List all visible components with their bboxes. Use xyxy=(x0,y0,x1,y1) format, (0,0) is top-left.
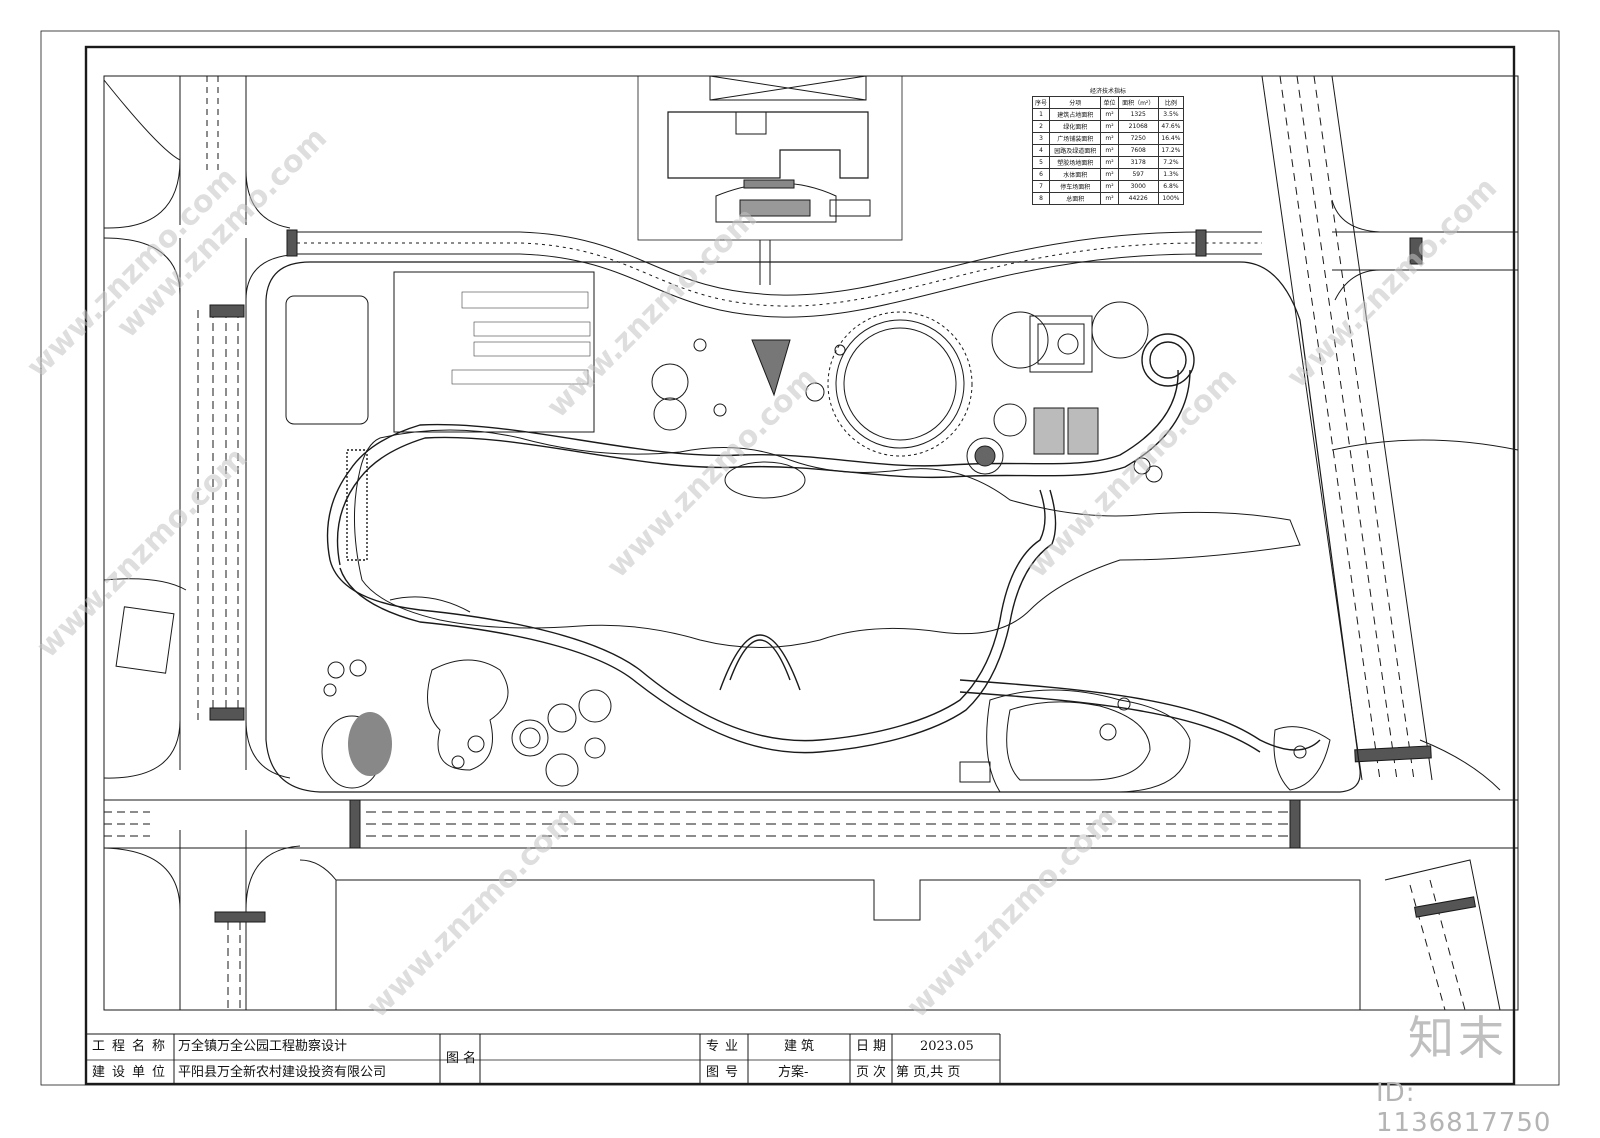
table-cell: 停车场面积 xyxy=(1049,180,1102,193)
economic-index-table: 经济技术指标 序号 分项 单位 面积（m²） 比例 1 建筑占地面积 m² 13… xyxy=(1031,86,1185,205)
drawing-name-label: 图名 xyxy=(446,1051,481,1066)
table-cell: 7.2% xyxy=(1157,156,1185,169)
client-label: 建设单位 xyxy=(92,1065,173,1080)
table-cell: 100% xyxy=(1157,192,1185,205)
table-cell: 8 xyxy=(1031,192,1051,205)
central-lake xyxy=(353,429,1301,648)
table-cell: 21068 xyxy=(1117,120,1159,133)
index-table-header-row: 序号 分项 单位 面积（m²） 比例 xyxy=(1031,96,1185,109)
table-row: 1 建筑占地面积 m² 1325 3.5% xyxy=(1031,108,1185,121)
table-cell: 水体面积 xyxy=(1049,168,1102,181)
table-cell: 6.8% xyxy=(1157,180,1185,193)
table-cell: 4 xyxy=(1031,144,1051,157)
date: 2023.05 xyxy=(920,1039,974,1054)
project-name-label: 工程名称 xyxy=(92,1039,173,1054)
greenway-bridge xyxy=(326,333,1321,754)
table-row: 4 园路及绿道面积 m² 7608 17.2% xyxy=(1031,144,1185,157)
date-label: 日期 xyxy=(856,1039,891,1054)
table-cell: 7 xyxy=(1031,180,1051,193)
table-cell: m² xyxy=(1100,192,1119,205)
south-building-block xyxy=(299,859,1361,1010)
table-cell: m² xyxy=(1100,132,1119,145)
table-row: 8 总面积 m² 44226 100% xyxy=(1031,192,1185,205)
table-row: 3 广场铺装面积 m² 7250 16.4% xyxy=(1031,132,1185,145)
table-cell: 7250 xyxy=(1117,132,1159,145)
table-cell: 广场铺装面积 xyxy=(1049,132,1102,145)
page-label: 页次 xyxy=(856,1065,891,1080)
table-cell: 5 xyxy=(1031,156,1051,169)
table-row: 2 绿化面积 m² 21068 47.6% xyxy=(1031,120,1185,133)
table-cell: 6 xyxy=(1031,168,1051,181)
table-cell: 1325 xyxy=(1117,108,1159,121)
north-building xyxy=(637,75,903,285)
table-cell: 绿化面积 xyxy=(1049,120,1102,133)
header-cell: 面积（m²） xyxy=(1117,96,1159,109)
header-cell: 比例 xyxy=(1157,96,1185,109)
table-cell: 7608 xyxy=(1117,144,1159,157)
drawing-no-label: 图号 xyxy=(706,1065,745,1080)
table-cell: m² xyxy=(1100,156,1119,169)
round-plaza xyxy=(651,311,1004,499)
table-row: 5 塑胶场地面积 m² 3178 7.2% xyxy=(1031,156,1185,169)
table-cell: m² xyxy=(1100,108,1119,121)
client-name: 平阳县万全新农村建设投资有限公司 xyxy=(178,1065,387,1080)
table-cell: 44226 xyxy=(1117,192,1159,205)
header-cell: 单位 xyxy=(1100,96,1119,109)
table-cell: 3178 xyxy=(1117,156,1159,169)
table-cell: 16.4% xyxy=(1157,132,1185,145)
table-cell: 园路及绿道面积 xyxy=(1049,144,1102,157)
project-name: 万全镇万全公园工程勘察设计 xyxy=(178,1039,348,1054)
table-cell: 建筑占地面积 xyxy=(1049,108,1102,121)
discipline: 建筑 xyxy=(784,1039,819,1054)
table-cell: 1 xyxy=(1031,108,1051,121)
north-road xyxy=(286,229,1262,318)
table-cell: 17.2% xyxy=(1157,144,1185,157)
park-boundary xyxy=(265,261,1361,793)
id-watermark: ID: 1136817750 xyxy=(1376,1078,1552,1138)
west-road xyxy=(179,76,266,1010)
southwest-garden xyxy=(321,596,612,789)
drawing-no: 方案- xyxy=(778,1065,809,1080)
table-cell: 47.6% xyxy=(1157,120,1185,133)
table-row: 7 停车场面积 m² 3000 6.8% xyxy=(1031,180,1185,193)
header-cell: 序号 xyxy=(1031,96,1051,109)
table-cell: m² xyxy=(1100,120,1119,133)
sports-courts xyxy=(991,301,1163,483)
discipline-label: 专业 xyxy=(706,1039,745,1054)
index-table-title: 经济技术指标 xyxy=(1089,88,1126,95)
page-count: 第 页,共 页 xyxy=(896,1065,961,1080)
table-cell: 597 xyxy=(1117,168,1159,181)
table-cell: 3 xyxy=(1031,132,1051,145)
table-cell: m² xyxy=(1100,168,1119,181)
southeast-playground xyxy=(959,689,1331,793)
table-row: 6 水体面积 m² 597 1.3% xyxy=(1031,168,1185,181)
south-road xyxy=(104,799,1518,849)
table-cell: 1.3% xyxy=(1157,168,1185,181)
header-cell: 分项 xyxy=(1049,96,1102,109)
table-cell: m² xyxy=(1100,180,1119,193)
table-cell: 2 xyxy=(1031,120,1051,133)
brand-watermark: 知末 xyxy=(1408,1011,1508,1065)
table-cell: 3000 xyxy=(1117,180,1159,193)
parking-lot xyxy=(285,271,595,433)
table-cell: 总面积 xyxy=(1049,192,1102,205)
table-cell: m² xyxy=(1100,144,1119,157)
drawing-area-border xyxy=(103,75,1519,1011)
table-cell: 3.5% xyxy=(1157,108,1185,121)
table-cell: 塑胶场地面积 xyxy=(1049,156,1102,169)
